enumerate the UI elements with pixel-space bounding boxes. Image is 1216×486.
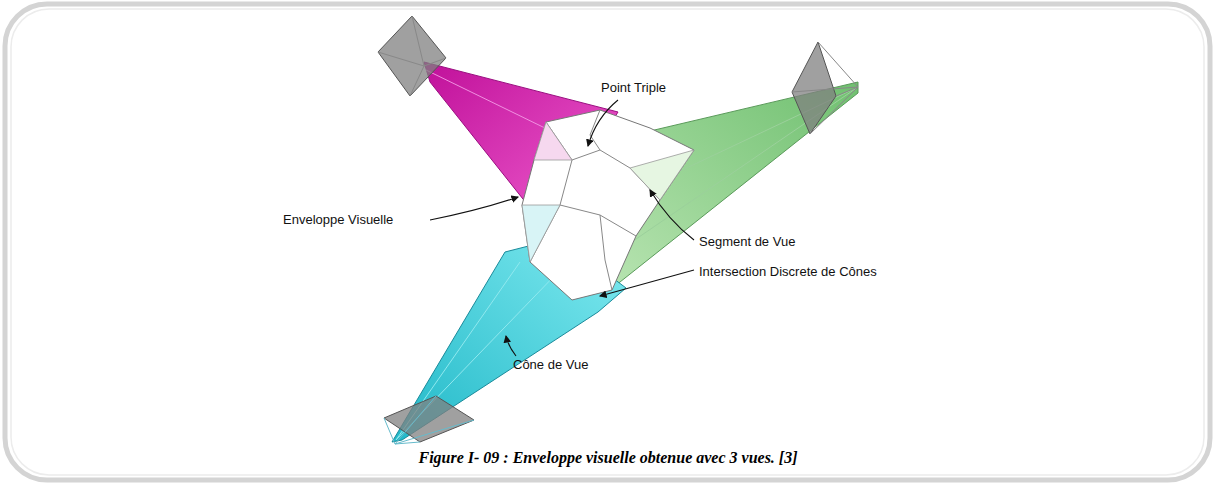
visual-hull: [522, 110, 694, 300]
intersection-label: Intersection Discrete de Cônes: [698, 264, 878, 279]
leader-lines: [430, 100, 694, 356]
camera-bottom: [384, 396, 474, 444]
frame-inner: [11, 9, 1204, 475]
segment-label: Segment de Vue: [698, 234, 796, 249]
hull-point-label: Point Triple: [600, 80, 667, 95]
frame: [5, 4, 1210, 480]
cone-label: Cône de Vue: [512, 357, 589, 372]
camera-top-left: [378, 16, 446, 96]
camera-right: [792, 42, 858, 134]
figure-caption: Figure I- 09 : Enveloppe visuelle obtenu…: [0, 448, 1216, 468]
hull-label: Enveloppe Visuelle: [282, 212, 394, 227]
